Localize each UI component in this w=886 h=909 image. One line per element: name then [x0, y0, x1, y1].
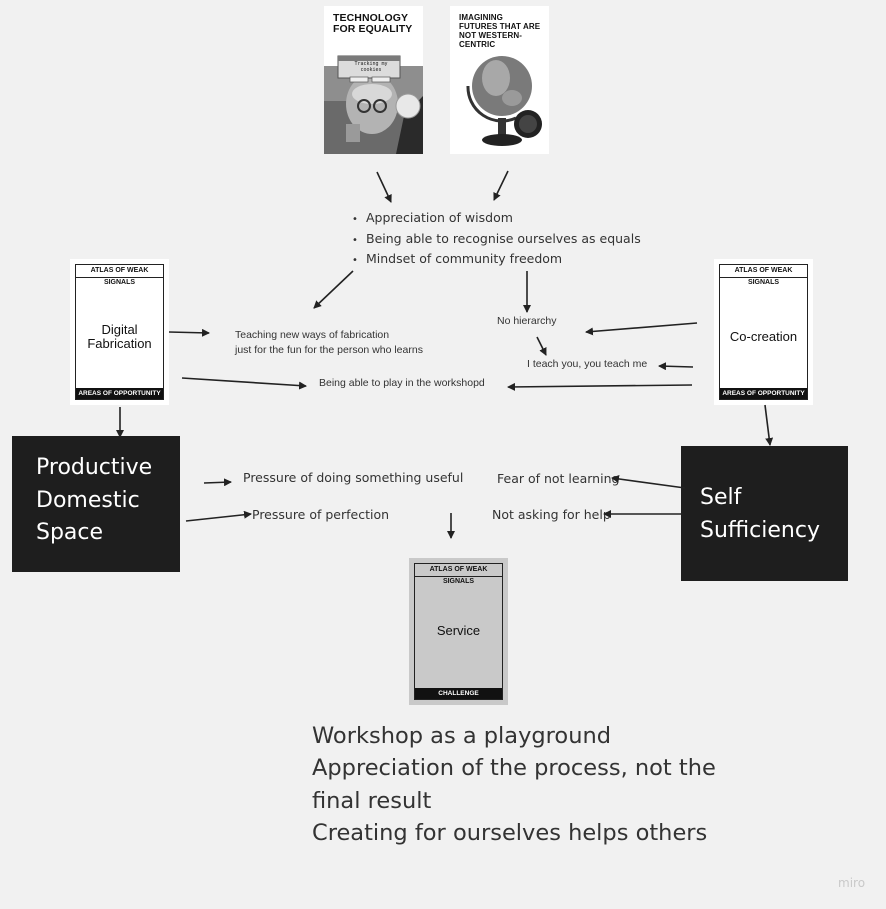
poster-screen-text: Tracking my cookies: [354, 61, 388, 73]
box-label: Productive Domestic Space: [36, 455, 153, 545]
summary-line: Workshop as a playground: [312, 723, 612, 749]
arrow-icon: [185, 510, 252, 522]
poster-technology-for-equality[interactable]: TECHNOLOGY FOR EQUALITY Tracking my cook…: [324, 6, 423, 154]
arrow-icon: [313, 270, 354, 309]
bullet-item: • Appreciation of wisdom: [352, 209, 641, 230]
bullet-dot-icon: •: [352, 255, 358, 266]
note-play-workshop: Being able to play in the workshopd: [319, 377, 485, 389]
card-header: ATLAS OF WEAK SIGNALS: [415, 564, 502, 585]
card-footer: CHALLENGE: [415, 688, 502, 699]
summary-text-block: Workshop as a playground Appreciation of…: [312, 720, 732, 849]
arrow-icon: [764, 404, 774, 446]
arrow-icon: [203, 478, 232, 487]
poster-imagining-futures[interactable]: IMAGINING FUTURES THAT ARE NOT WESTERN- …: [450, 6, 549, 154]
arrow-icon: [507, 382, 693, 391]
card-frame: ATLAS OF WEAK SIGNALS Co-creation AREAS …: [719, 264, 808, 400]
miro-watermark: miro: [838, 876, 866, 890]
note-fear-not-learning: Fear of not learning: [497, 471, 620, 486]
bullet-text: Appreciation of wisdom: [366, 210, 513, 225]
card-digital-fabrication[interactable]: ATLAS OF WEAK SIGNALS Digital Fabricatio…: [70, 259, 169, 405]
note-pressure-useful: Pressure of doing something useful: [243, 470, 464, 485]
card-service[interactable]: ATLAS OF WEAK SIGNALS Service CHALLENGE: [409, 558, 508, 705]
bullet-dot-icon: •: [352, 214, 358, 225]
note-teaching: Teaching new ways of fabrication just fo…: [235, 329, 423, 356]
box-label: Self Sufficiency: [700, 485, 820, 543]
bullet-item: • Being able to recognise ourselves as eq…: [352, 230, 641, 251]
arrow-icon: [168, 328, 210, 337]
card-label: Digital Fabrication: [87, 322, 152, 351]
arrow-icon: [493, 170, 509, 201]
arrow-icon: [585, 322, 698, 336]
bullet-item: • Mindset of community freedom: [352, 250, 641, 271]
card-co-creation[interactable]: ATLAS OF WEAK SIGNALS Co-creation AREAS …: [714, 259, 813, 405]
summary-line: Creating for ourselves helps others: [312, 819, 708, 846]
bullet-text: Being able to recognise ourselves as equ…: [366, 230, 641, 246]
arrow-icon: [376, 171, 392, 203]
card-header: ATLAS OF WEAK SIGNALS: [76, 265, 163, 286]
arrow-icon: [536, 336, 547, 356]
poster-title: IMAGINING FUTURES THAT ARE NOT WESTERN- …: [459, 13, 541, 49]
bullet-dot-icon: •: [352, 234, 358, 246]
box-self-sufficiency[interactable]: Self Sufficiency: [681, 446, 848, 581]
arrow-icon: [611, 474, 686, 489]
summary-line: Appreciation of the process, not the fin…: [312, 755, 716, 814]
box-productive-domestic-space[interactable]: Productive Domestic Space: [12, 436, 180, 572]
arrow-icon: [658, 362, 694, 371]
globe-image: [466, 56, 542, 146]
card-frame: ATLAS OF WEAK SIGNALS Digital Fabricatio…: [75, 264, 164, 400]
poster-photo-image: [324, 55, 423, 154]
card-frame: ATLAS OF WEAK SIGNALS Service CHALLENGE: [414, 563, 503, 700]
card-footer: AREAS OF OPPORTUNITY: [720, 388, 807, 399]
arrow-icon: [181, 377, 307, 390]
card-label: Co-creation: [729, 329, 798, 344]
note-no-hierarchy: No hierarchy: [497, 315, 557, 327]
insights-bullet-list: • Appreciation of wisdom • Being able to r…: [352, 209, 641, 271]
card-footer: AREAS OF OPPORTUNITY: [76, 388, 163, 399]
card-header: ATLAS OF WEAK SIGNALS: [720, 265, 807, 286]
bullet-text: Mindset of community freedom: [366, 251, 563, 266]
note-pressure-perfection: Pressure of perfection: [252, 507, 390, 522]
poster-title: TECHNOLOGY FOR EQUALITY: [333, 12, 413, 35]
note-i-teach-you: I teach you, you teach me: [527, 358, 648, 370]
card-label: Service: [436, 623, 481, 638]
note-not-asking-help: Not asking for help: [492, 507, 611, 522]
